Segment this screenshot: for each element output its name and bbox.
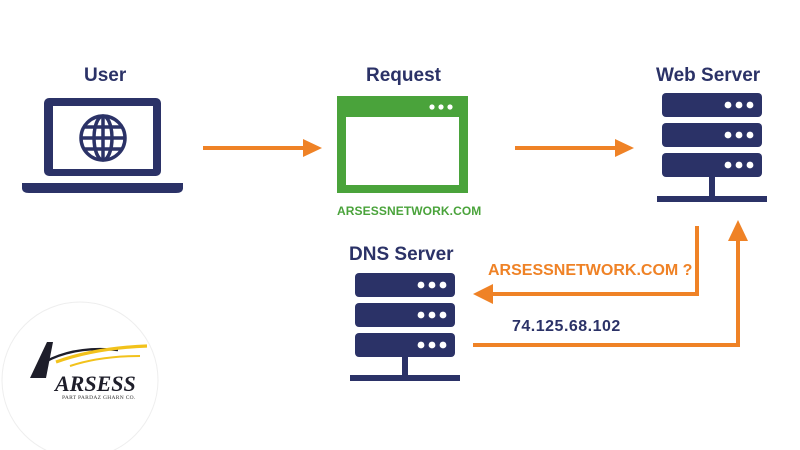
arrow-dns-to-webserver: [473, 220, 748, 347]
arrow-user-to-request: [203, 139, 322, 157]
arrow-request-to-webserver: [515, 139, 634, 157]
web-server-label: Web Server: [656, 65, 761, 86]
ip-address-text: 74.125.68.102: [512, 318, 621, 335]
request-label: Request: [366, 65, 441, 86]
logo-name: ARSESS: [55, 371, 136, 396]
browser-window-icon: [337, 96, 468, 193]
arrow-webserver-to-dns: [473, 226, 699, 304]
dns-server-icon: [350, 273, 460, 381]
dns-query-text: ARSESSNETWORK.COM ?: [488, 262, 693, 279]
logo-tagline: PART PARDAZ GHARN CO.: [62, 395, 136, 401]
dns-server-label: DNS Server: [349, 244, 454, 265]
web-server-icon: [657, 93, 767, 202]
user-label: User: [84, 65, 127, 86]
laptop-globe-icon: [22, 98, 183, 193]
arsess-logo-icon: [1, 301, 159, 450]
request-domain-text: ARSESSNETWORK.COM: [337, 204, 482, 218]
